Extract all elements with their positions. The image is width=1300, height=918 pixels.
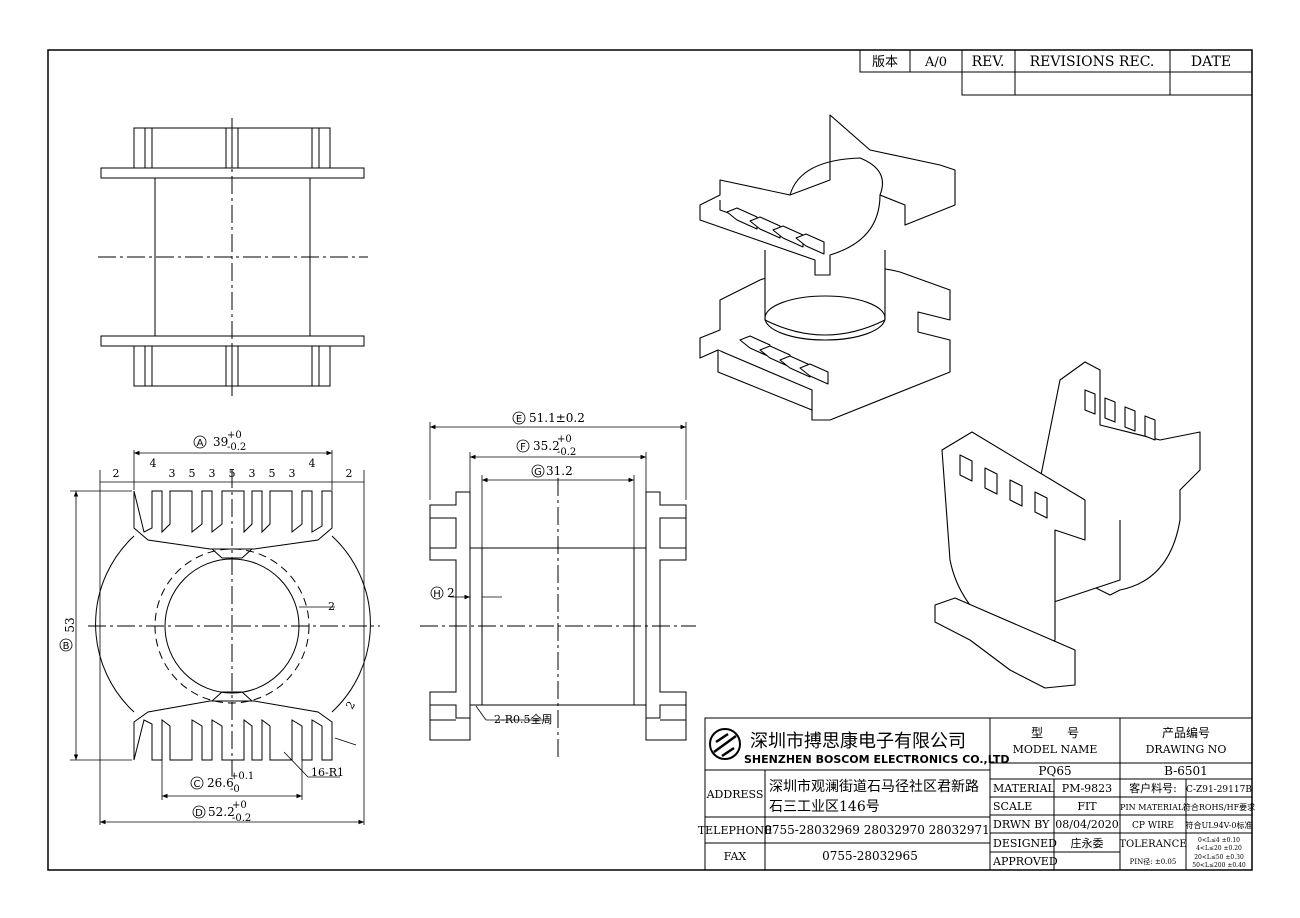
company-name-en: SHENZHEN BOSCOM ELECTRONICS CO.,LTD bbox=[744, 753, 1010, 766]
fax-value: 0755-28032965 bbox=[822, 849, 918, 863]
tolerance-line-1: 0<L≤4 ±0.10 bbox=[1198, 837, 1240, 844]
dim-f-tol-lower: -0.2 bbox=[557, 447, 576, 458]
dim-d-circle: D bbox=[195, 808, 203, 819]
dim-radius-note: 16-R1 bbox=[311, 766, 344, 779]
telephone-value: 0755-28032969 28032970 28032971 bbox=[764, 823, 989, 837]
address-line2: 石三工业区146号 bbox=[769, 799, 880, 815]
model-label-en: MODEL NAME bbox=[1013, 743, 1098, 756]
drawn-value: 08/04/2020 bbox=[1055, 818, 1118, 831]
pin-material-value: 符合ROHS/HF要求 bbox=[1183, 802, 1255, 812]
dim-gap2-label: 2 bbox=[343, 699, 358, 712]
dim-f-value: 35.2 bbox=[533, 439, 560, 453]
top-view bbox=[98, 118, 368, 396]
dim-g-circle: G bbox=[534, 467, 542, 478]
dim-b-circle: B bbox=[63, 641, 70, 652]
dim-a-value: 39 bbox=[213, 435, 228, 449]
tolerance-line-2: 4<L≤20 ±0.20 bbox=[1196, 845, 1242, 852]
tolerance-label: TOLERANCE bbox=[1119, 839, 1186, 850]
scale-label: SCALE bbox=[993, 800, 1032, 813]
side-view-dimensions bbox=[429, 422, 687, 721]
address-label: ADDRESS bbox=[706, 788, 764, 801]
fillet-note: 2-R0.5全周 bbox=[494, 712, 553, 726]
seg-5: 3 bbox=[209, 467, 216, 480]
seg-6: 5 bbox=[229, 467, 236, 480]
dim-c-tol-upper: +0.1 bbox=[230, 771, 254, 782]
fax-label: FAX bbox=[724, 850, 747, 863]
title-block bbox=[704, 717, 1253, 871]
cp-wire-label: CP WIRE bbox=[1132, 821, 1174, 831]
dim-h-circle: H bbox=[433, 589, 441, 600]
company-name-cn: 深圳市搏思康电子有限公司 bbox=[750, 731, 966, 752]
version-value: A/0 bbox=[924, 55, 947, 70]
dim-e-circle: E bbox=[516, 414, 522, 425]
drawing-border bbox=[47, 49, 1253, 871]
dim-f-tol-upper: +0 bbox=[557, 434, 572, 445]
dim-c-value: 26.6 bbox=[207, 776, 234, 790]
dim-a-tol-upper: +0 bbox=[227, 430, 242, 441]
dim-h-value: 2 bbox=[447, 586, 455, 600]
drawn-label: DRWN BY bbox=[993, 818, 1050, 831]
pin-material-label: PIN MATERIAL: bbox=[1120, 803, 1186, 812]
dim-f-circle: F bbox=[520, 442, 526, 453]
seg-10: 4 bbox=[309, 457, 316, 470]
telephone-label: TELEPHONE bbox=[698, 824, 772, 837]
cp-wire-value: 符合UL94V-0标准 bbox=[1185, 820, 1252, 830]
dim-c-tol-lower: -0 bbox=[230, 784, 240, 795]
drawing-value: B-6501 bbox=[1164, 764, 1208, 778]
designed-label: DESIGNED bbox=[993, 837, 1057, 850]
seg-8: 5 bbox=[269, 467, 276, 480]
side-view bbox=[420, 478, 696, 760]
customer-no-label: 客户料号: bbox=[1129, 781, 1177, 795]
revision-block bbox=[859, 49, 1253, 96]
pin-tolerance: PIN径: ±0.05 bbox=[1130, 857, 1177, 866]
isometric-view-top bbox=[699, 114, 956, 421]
seg-1: 2 bbox=[113, 467, 120, 480]
company-logo bbox=[709, 728, 741, 760]
dim-b-value: 53 bbox=[63, 617, 77, 632]
material-label: MATERIAL bbox=[993, 782, 1056, 795]
seg-2: 4 bbox=[150, 457, 157, 470]
seg-3: 3 bbox=[169, 467, 176, 480]
tolerance-line-4: 50<L≤200 ±0.40 bbox=[1192, 862, 1246, 869]
tolerance-line-3: 20<L≤50 ±0.30 bbox=[1194, 854, 1244, 861]
front-view bbox=[88, 470, 380, 775]
drawing-label-cn: 产品编号 bbox=[1162, 725, 1210, 740]
model-label-cn: 型 号 bbox=[1031, 726, 1079, 740]
address-line1: 深圳市观澜街道石马径社区君新路 bbox=[769, 778, 979, 795]
front-view-dimensions bbox=[70, 450, 365, 825]
designed-value: 庄永委 bbox=[1071, 836, 1104, 850]
version-label: 版本 bbox=[872, 55, 898, 70]
approved-label: APPROVED bbox=[992, 855, 1058, 868]
material-value: PM-9823 bbox=[1062, 782, 1112, 795]
dim-gap-label: 2 bbox=[328, 600, 335, 613]
drawing-label-en: DRAWING NO bbox=[1146, 743, 1227, 756]
scale-value: FIT bbox=[1077, 800, 1097, 813]
dim-d-value: 52.2 bbox=[208, 805, 235, 819]
seg-11: 2 bbox=[346, 467, 353, 480]
seg-7: 3 bbox=[249, 467, 256, 480]
dim-g-value: 31.2 bbox=[546, 464, 573, 478]
dim-c-circle: C bbox=[194, 779, 201, 790]
dim-e-value: 51.1±0.2 bbox=[529, 411, 585, 425]
date-label: DATE bbox=[1191, 54, 1231, 70]
dim-a-circle: A bbox=[197, 438, 204, 449]
dim-d-tol-upper: +0 bbox=[232, 800, 247, 811]
dim-d-tol-lower: -0.2 bbox=[232, 813, 251, 824]
dim-a-tol-lower: -0.2 bbox=[227, 442, 246, 453]
customer-no-value: C-Z91-29117B bbox=[1186, 785, 1252, 795]
revisions-label: REVISIONS REC. bbox=[1030, 54, 1155, 70]
isometric-view-side bbox=[934, 361, 1201, 689]
seg-9: 3 bbox=[289, 467, 296, 480]
seg-4: 5 bbox=[189, 467, 196, 480]
model-value: PQ65 bbox=[1038, 764, 1071, 778]
rev-label: REV. bbox=[972, 54, 1005, 70]
